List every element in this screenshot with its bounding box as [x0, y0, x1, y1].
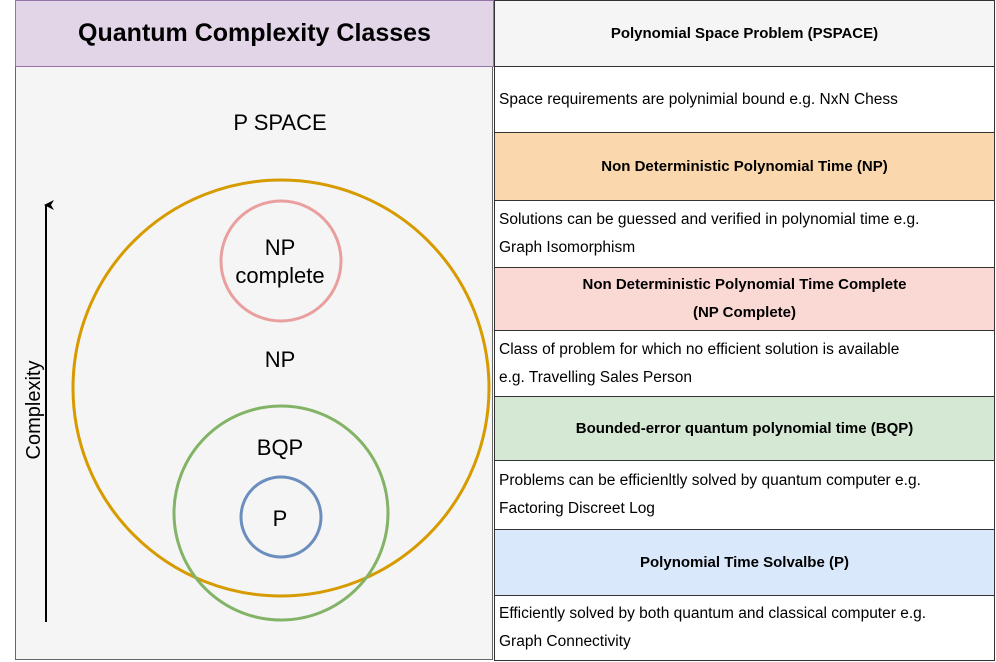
np-complete-circle [219, 199, 343, 323]
bqp-label: BQP [257, 435, 303, 460]
pspace-label: P SPACE [233, 110, 326, 135]
np-complete-header: Non Deterministic Polynomial Time Comple… [494, 267, 995, 331]
p-description-line2: Graph Connectivity [499, 633, 631, 650]
complexity-diagram: P SPACE NP complete NP BQP P Complexity [23, 110, 491, 622]
np-complete-header-text: Non Deterministic Polynomial Time Comple… [582, 276, 907, 321]
pspace-header-text: Polynomial Space Problem (PSPACE) [610, 25, 879, 42]
p-description: Efficiently solved by both quantum and c… [494, 595, 995, 661]
np-complete-description-line2: e.g. Travelling Sales Person [499, 368, 692, 386]
bqp-description: Problems can be efficienltly solved by q… [494, 460, 995, 530]
bqp-description-line2: Factoring Discreet Log [499, 500, 655, 517]
np-complete-label-line1: NP [265, 235, 296, 260]
np-complete-description-line1: Class of problem for which no efficient … [499, 340, 900, 358]
pspace-description-line1: Space requirements are polynimial bound … [499, 90, 898, 108]
np-description-line1: Solutions can be guessed and verified in… [499, 211, 920, 228]
np-label: NP [265, 347, 296, 372]
page-title: Quantum Complexity Classes [15, 0, 494, 67]
pspace-description: Space requirements are polynimial bound … [494, 66, 995, 133]
bqp-description-line1: Problems can be efficienltly solved by q… [499, 472, 921, 489]
np-description-line2: Graph Isomorphism [499, 239, 636, 256]
np-description: Solutions can be guessed and verified in… [494, 200, 995, 268]
pspace-header: Polynomial Space Problem (PSPACE) [494, 0, 995, 67]
p-header-text: Polynomial Time Solvalbe (P) [640, 554, 849, 571]
np-complete-label-line2: complete [235, 263, 324, 288]
p-label: P [273, 506, 288, 531]
complexity-axis-label: Complexity [23, 361, 45, 460]
p-description-line1: Efficiently solved by both quantum and c… [499, 605, 927, 622]
bqp-header: Bounded-error quantum polynomial time (B… [494, 396, 995, 461]
p-header: Polynomial Time Solvalbe (P) [494, 529, 995, 596]
np-header-text: Non Deterministic Polynomial Time (NP) [601, 158, 888, 175]
bqp-header-text: Bounded-error quantum polynomial time (B… [575, 420, 914, 437]
np-header: Non Deterministic Polynomial Time (NP) [494, 132, 995, 201]
np-complete-description: Class of problem for which no efficient … [494, 330, 995, 397]
np-circle [71, 178, 491, 598]
bqp-circle [172, 404, 390, 622]
p-circle [239, 475, 323, 559]
